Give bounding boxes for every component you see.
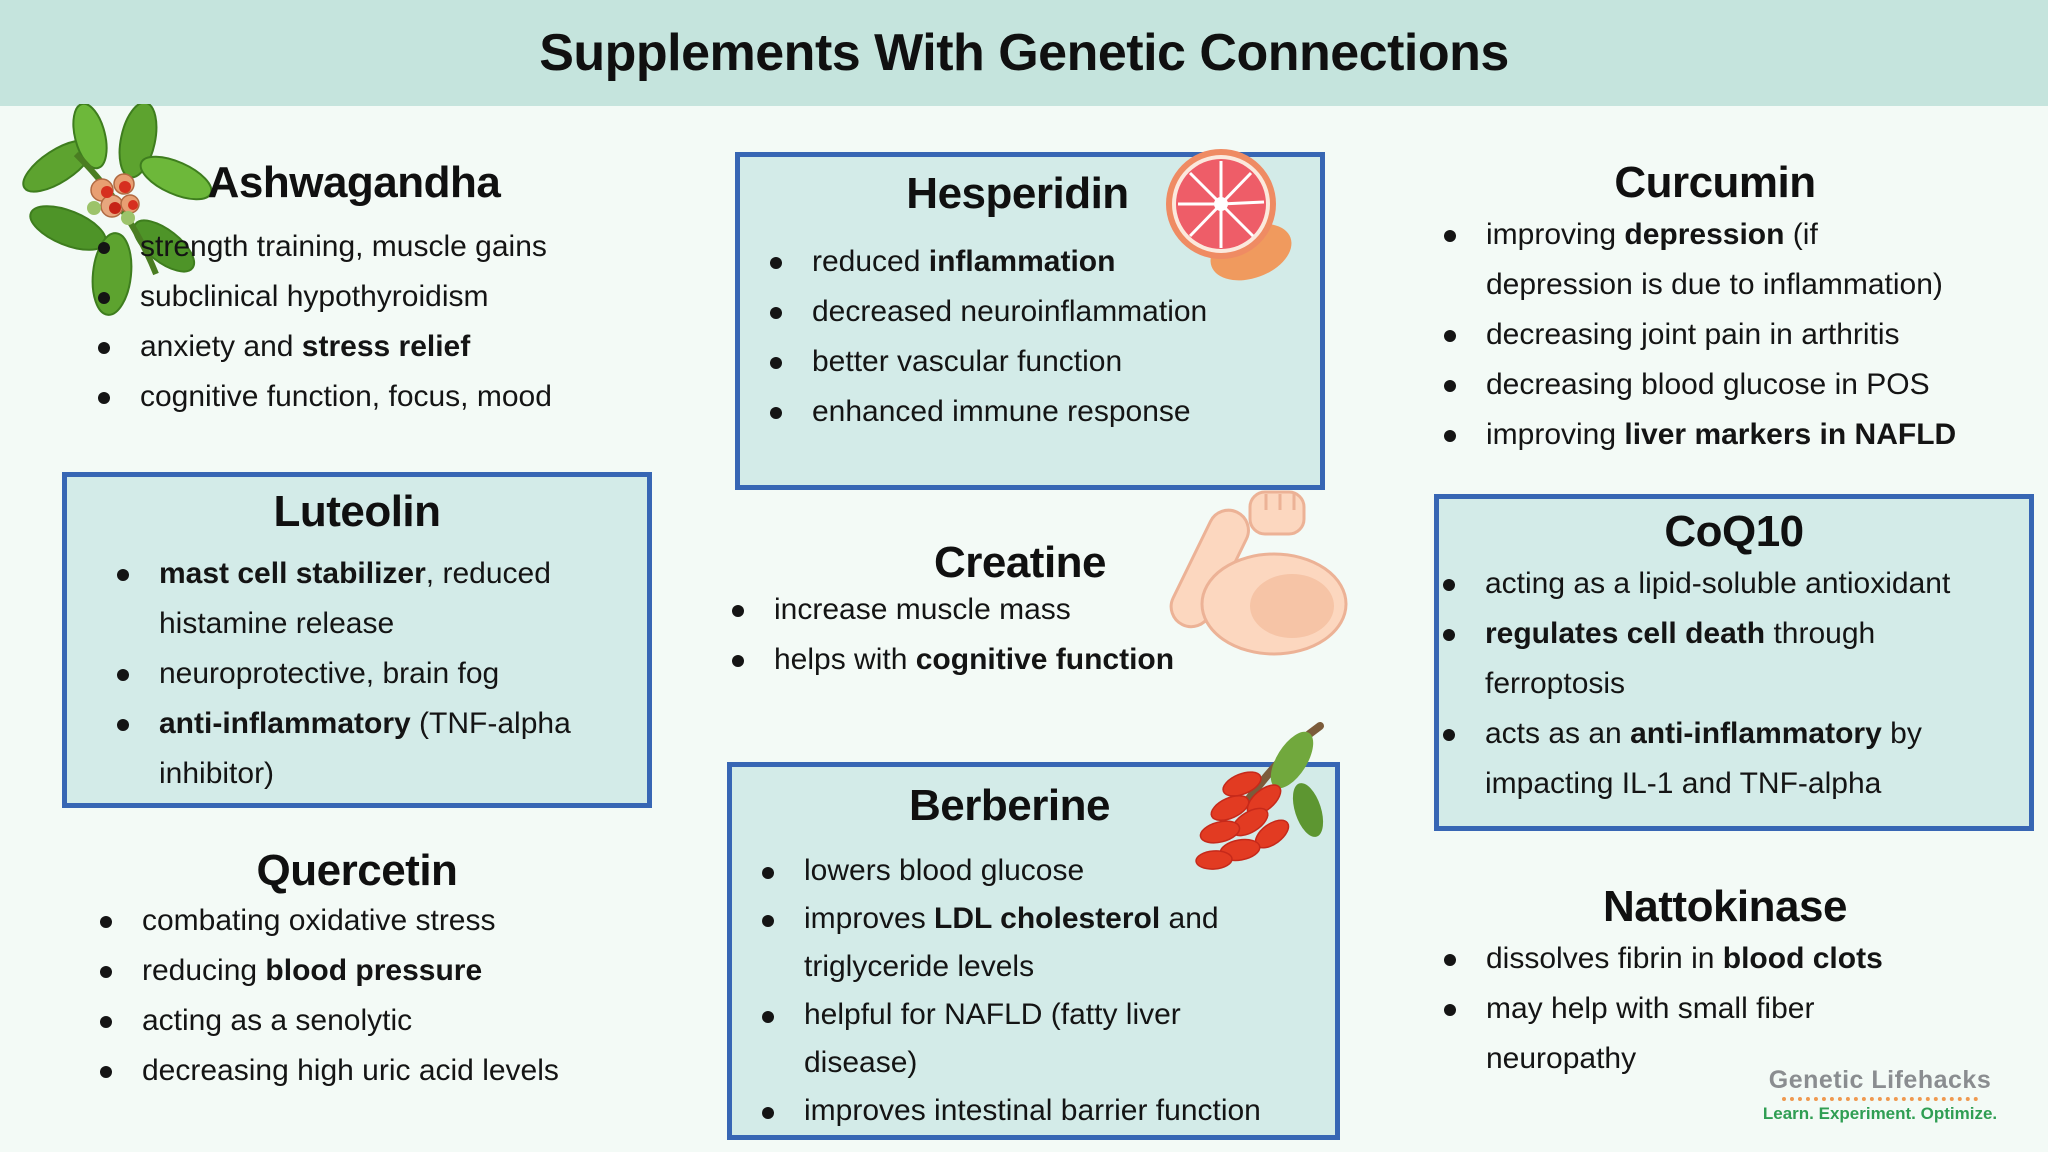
hesperidin-title: Hesperidin [906,169,1129,218]
bullet-item: improves intestinal barrier function [760,1087,1320,1135]
coq10-title: CoQ10 [1664,507,1804,556]
coq10-box: CoQ10 acting as a lipid-soluble antioxid… [1434,494,2034,831]
logo-dotted-divider [1782,1097,1978,1101]
bullet-item: decreasing high uric acid levels [98,1046,658,1096]
bullet-item: improving liver markers in NAFLD [1442,410,2022,460]
bullet-item: decreased neuroinflammation [768,287,1308,337]
bullet-item: decreasing joint pain in arthritis [1442,310,2022,360]
bullet-item: reducing blood pressure [98,946,658,996]
bullet-item: decreasing blood glucose in POS [1442,360,2022,410]
bullet-item: better vascular function [768,337,1308,387]
luteolin-title: Luteolin [273,487,441,536]
bullet-item: lowers blood glucose [760,847,1320,895]
creatine-title: Creatine [933,538,1107,587]
bullet-item: combating oxidative stress [98,896,658,946]
quercetin-title: Quercetin [256,846,458,895]
grapefruit-icon [1166,149,1292,281]
header-band: Supplements With Genetic Connections [0,0,2048,106]
brand-logo: Genetic Lifehacks Learn. Experiment. Opt… [1748,1066,2012,1124]
bullet-item: enhanced immune response [768,387,1308,437]
bullet-item: dissolves fibrin in blood clots [1442,934,2002,984]
berberine-title: Berberine [909,781,1110,830]
nattokinase-title: Nattokinase [1603,882,1847,931]
bullet-item: reduced inflammation [768,237,1308,287]
ashwagandha-title: Ashwagandha [207,158,501,207]
bullet-item: acting as a senolytic [98,996,658,1046]
barberry-branch-icon [1195,722,1324,870]
bullet-item: strength training, muscle gains [96,222,656,272]
brand-tagline: Learn. Experiment. Optimize. [1762,1104,1998,1123]
page-title: Supplements With Genetic Connections [539,24,1509,82]
brand-name: Genetic Lifehacks [1768,1066,1992,1094]
bullet-item: cognitive function, focus, mood [96,372,656,422]
bullet-item: increase muscle mass [730,585,1190,635]
bullet-item: neuroprotective, brain fog [115,649,635,699]
flexed-bicep-icon [1169,490,1348,656]
bullet-item: subclinical hypothyroidism [96,272,656,322]
bullet-item: anxiety and stress relief [96,322,656,372]
bullet-item: helps with cognitive function [730,635,1190,685]
bullet-item: acting as a lipid-soluble antioxidant [1441,559,2021,609]
curcumin-title: Curcumin [1614,158,1816,207]
